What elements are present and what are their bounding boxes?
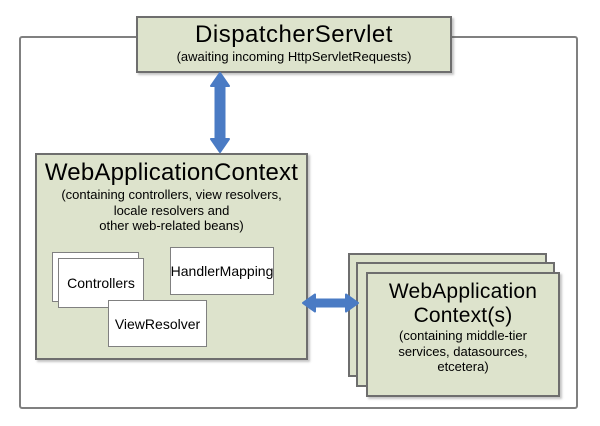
root-context-box: WebApplication Context(s) (containing mi… — [366, 272, 560, 397]
web-application-context-subtitle-line: other web-related beans) — [99, 218, 244, 233]
root-context-title-line: Context(s) — [413, 304, 513, 327]
controllers-label: Controllers — [67, 275, 135, 291]
root-context-subtitle-line: (containing middle-tier — [399, 328, 527, 343]
controllers-box: Controllers — [58, 258, 144, 308]
root-context-subtitle-line: services, datasources, — [398, 343, 528, 359]
view-resolver-label: ViewResolver — [114, 315, 201, 332]
root-context-title-line: WebApplication — [388, 280, 538, 303]
handler-mapping-label: HandlerMapping — [170, 263, 274, 279]
web-application-context-subtitle-line: locale resolvers and — [113, 202, 230, 218]
handler-mapping-box: HandlerMapping — [170, 247, 274, 295]
dispatcher-servlet-subtitle: (awaiting incoming HttpServletRequests) — [176, 49, 412, 64]
dispatcher-servlet-title: DispatcherServlet — [195, 21, 393, 48]
dispatcher-servlet-box: DispatcherServlet (awaiting incoming Htt… — [136, 16, 452, 73]
web-application-context-subtitle-line: (containing controllers, view resolvers, — [61, 187, 282, 202]
web-application-context-box: WebApplicationContext (containing contro… — [35, 153, 308, 360]
view-resolver-box: ViewResolver — [108, 300, 207, 347]
root-context-subtitle-line: etcetera) — [437, 359, 489, 374]
web-application-context-title: WebApplicationContext — [44, 159, 299, 186]
